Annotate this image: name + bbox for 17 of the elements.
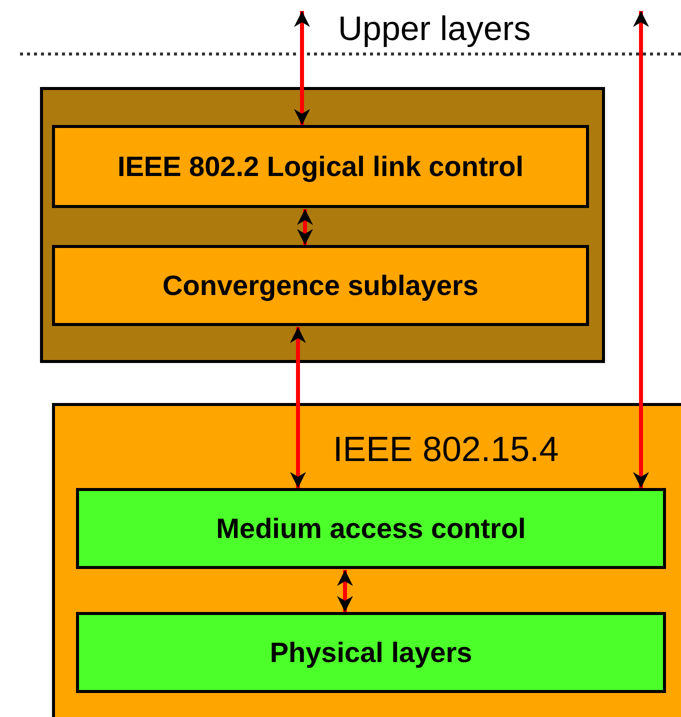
- double-arrow: [337, 570, 353, 612]
- layer-label: Physical layers: [270, 636, 472, 670]
- double-arrow: [633, 11, 649, 488]
- double-arrow: [294, 11, 310, 125]
- layer-box: [52, 125, 589, 208]
- double-arrow: [290, 327, 306, 488]
- layer-label: Convergence sublayers: [162, 268, 478, 303]
- layer-box: [76, 612, 666, 693]
- layer-caption: Upper layers: [338, 9, 531, 50]
- layer-box: [76, 488, 666, 569]
- layer-box: [52, 245, 589, 326]
- layer-label: IEEE 802.2 Logical link control: [117, 150, 524, 184]
- standard-label: IEEE 802.15.4: [333, 429, 559, 471]
- standard-box: [52, 403, 681, 717]
- double-arrow: [297, 209, 313, 245]
- layer-label: Medium access control: [216, 512, 526, 546]
- layer-group-box: [40, 87, 605, 363]
